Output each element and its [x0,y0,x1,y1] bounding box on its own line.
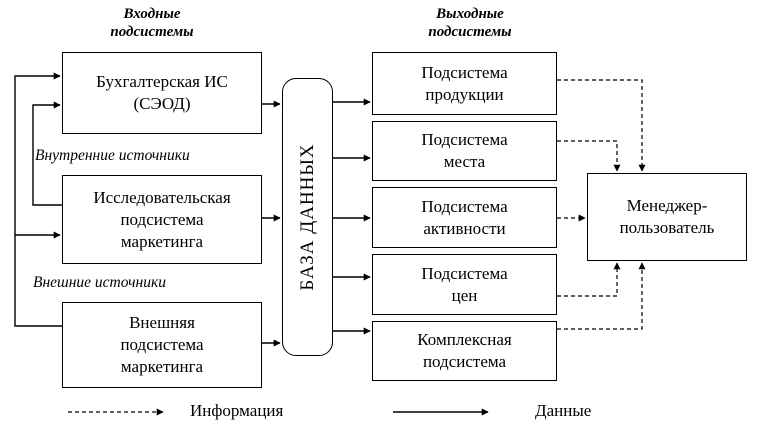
info-price-to-manager [557,262,621,297]
input-box-line: (СЭОД) [133,94,191,113]
input-box-research-marketing: Исследовательская подсистема маркетинга [62,175,262,264]
output-box-line: подсистема [422,352,507,371]
internal-sources-label: Внутренние источники [35,147,190,164]
input-header: Входные подсистемы [92,5,212,41]
loop-inner-line [32,101,62,206]
output-box-line: Комплексная [417,330,512,349]
information-arrows [557,79,646,330]
output-box-line: Подсистема [421,263,508,283]
input-box-external-marketing: Внешняя подсистема маркетинга [62,302,262,388]
output-box-price: Подсистема цен [372,254,557,315]
output-box-line: Подсистема [421,130,508,149]
output-header: Выходные подсистемы [410,5,530,41]
info-place-to-manager [557,140,621,172]
output-header-line-1: Выходные [436,6,504,22]
input-header-line-2: подсистемы [110,24,194,40]
output-box-complex: Комплексная подсистема [372,321,557,381]
output-box-line: активности [423,218,506,238]
output-box-line: места [443,152,486,171]
loop-outer-line [14,72,62,327]
info-complex-to-manager [557,262,646,330]
output-box-line: Подсистема [421,62,508,82]
input-box-line: Бухгалтерская ИС [96,72,228,91]
external-sources-label: Внешние источники [33,274,166,291]
output-box-activity: Подсистема активности [372,187,557,248]
input-box-line: подсистема [120,209,204,229]
output-box-line: продукции [425,84,504,104]
manager-line: Менеджер- [626,196,708,215]
database-label: БАЗА ДАННЫХ [296,143,318,291]
manager-line: пользователь [619,218,715,237]
input-arrows [262,100,281,347]
manager-user-box: Менеджер- пользователь [587,173,747,261]
input-box-accounting: Бухгалтерская ИС (СЭОД) [62,52,262,134]
input-box-line: маркетинга [120,357,204,376]
output-box-place: Подсистема места [372,121,557,181]
feedback-loop [14,72,62,327]
input-box-line: маркетинга [120,231,204,251]
output-box-line: Подсистема [421,196,508,216]
output-header-line-2: подсистемы [428,24,512,40]
output-box-line: цен [451,285,478,305]
legend-data-label: Данные [535,401,592,420]
output-arrows [333,98,371,335]
database-bar: БАЗА ДАННЫХ [282,78,333,356]
info-product-to-manager [557,79,646,172]
input-box-line: подсистема [120,335,204,354]
output-box-product: Подсистема продукции [372,52,557,115]
input-header-line-1: Входные [123,6,181,22]
legend-information-label: Информация [190,401,284,420]
input-box-line: Внешняя [129,313,195,332]
input-box-line: Исследовательская [93,187,231,207]
